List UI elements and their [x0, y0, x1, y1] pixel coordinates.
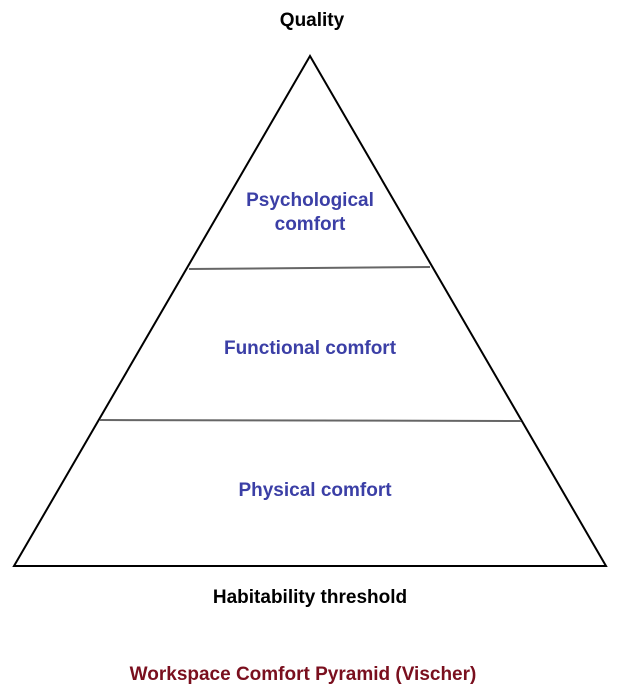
habitability-threshold-label: Habitability threshold: [212, 587, 408, 608]
tier-physical-comfort: Physical comfort: [238, 480, 392, 501]
tier-divider-upper: [188, 266, 431, 270]
tier-label-line2: comfort: [274, 214, 346, 235]
tier-functional-comfort: Functional comfort: [223, 338, 397, 359]
diagram-caption: Workspace Comfort Pyramid (Vischer): [129, 664, 477, 685]
quality-label: Quality: [279, 10, 345, 31]
tier-psychological-comfort: Psychological comfort: [210, 189, 410, 237]
tier-divider-lower: [99, 419, 522, 422]
tier-label-line1: Psychological: [246, 190, 374, 211]
pyramid-outline: [12, 54, 608, 567]
